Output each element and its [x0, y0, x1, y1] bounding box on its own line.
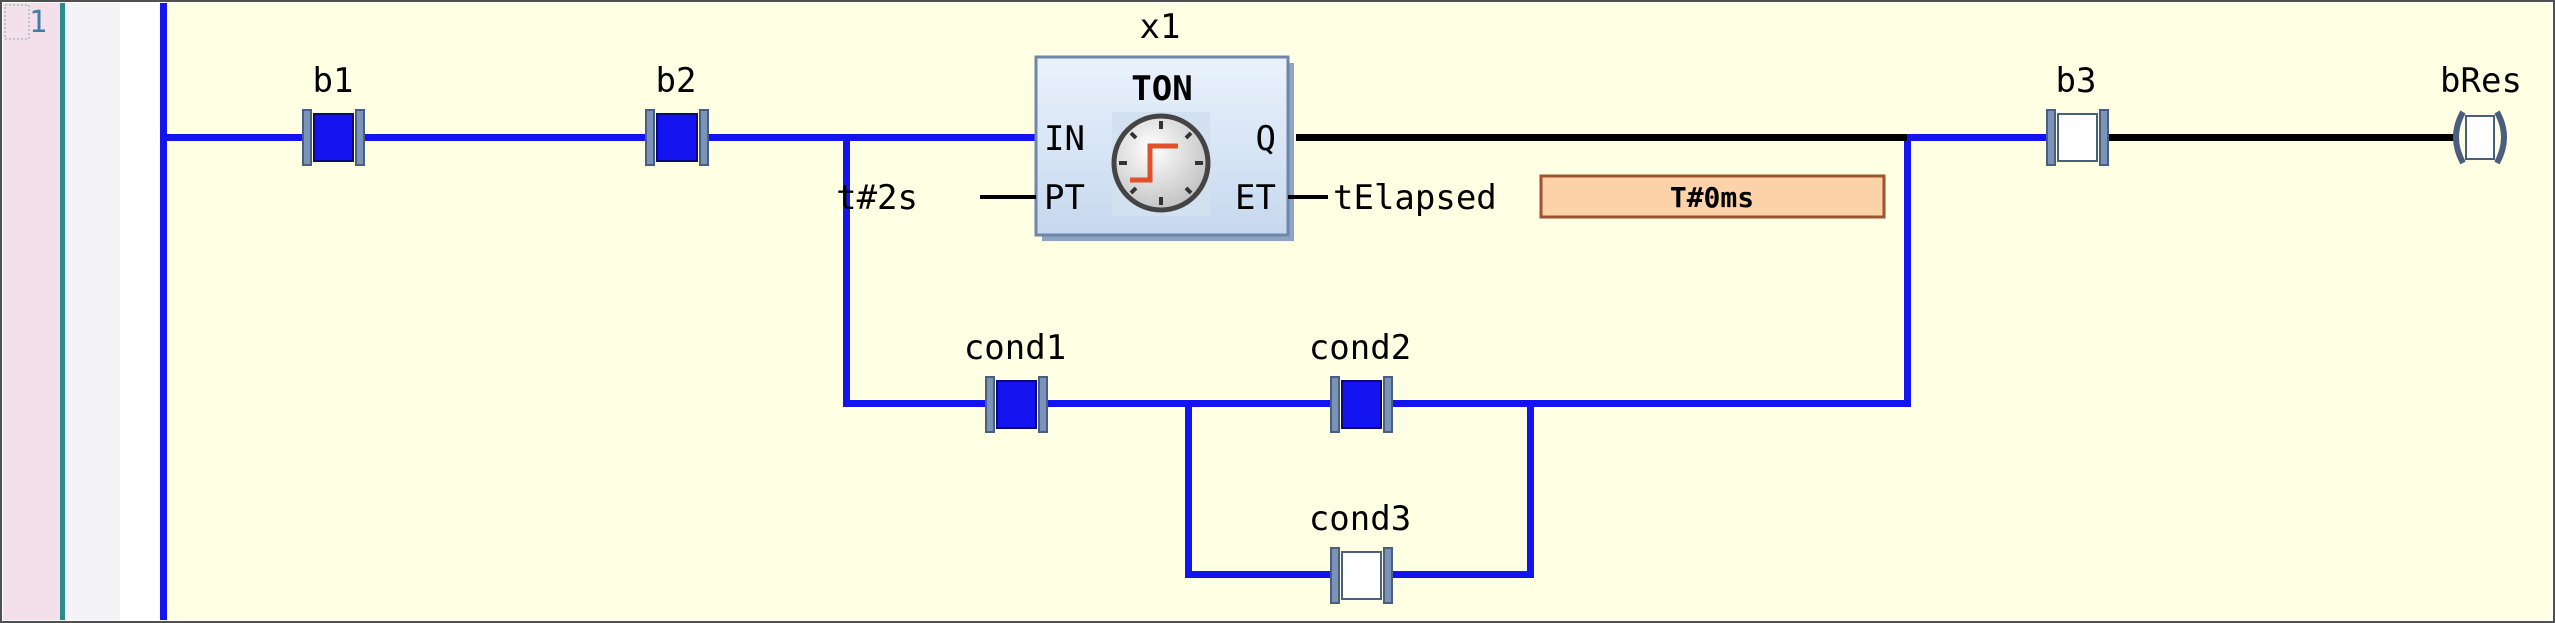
coil-bres-state	[2465, 115, 2495, 160]
network-margin	[65, 3, 120, 620]
contact-b1-left-plate	[302, 109, 312, 166]
coil-bres-label: bRes	[2440, 61, 2522, 101]
contact-b3-state	[2057, 113, 2098, 162]
wire-b1-b2	[362, 134, 650, 141]
contact-cond3-left-plate	[1330, 547, 1340, 604]
timer-pin-pt: PT	[1044, 178, 1085, 218]
contact-cond3-right-plate	[1383, 547, 1393, 604]
timer-pin-et: ET	[1235, 178, 1276, 218]
timer-et-monitor	[1539, 174, 1886, 219]
network-number: 1	[29, 5, 47, 40]
wire-et-output	[1288, 195, 1328, 199]
contact-cond2-left-plate	[1330, 376, 1340, 433]
wire-cond3-right	[1527, 400, 1534, 578]
contact-b2[interactable]: b2	[645, 61, 709, 166]
energized-wires	[163, 134, 2049, 578]
contact-cond1-right-plate	[1038, 376, 1048, 433]
contact-b1-label: b1	[313, 61, 354, 101]
timer-clock-face	[1111, 113, 1211, 213]
deenergized-wires	[1296, 134, 2456, 141]
wire-pt-input	[980, 195, 1036, 199]
left-power-rail	[160, 3, 167, 620]
wire-b3-coil	[2106, 134, 2456, 141]
wire-join-vertical	[1904, 134, 1911, 407]
timer-pt-value[interactable]: t#2s	[836, 178, 918, 218]
contact-cond2[interactable]: cond2	[1309, 328, 1411, 433]
coil-bres[interactable]: bRes	[2440, 61, 2522, 165]
contact-b2-right-plate	[699, 109, 709, 166]
contact-cond1-label: cond1	[964, 328, 1066, 368]
wire-cond3-left	[1185, 400, 1192, 578]
timer-type: TON	[1131, 69, 1192, 109]
timer-clock-icon	[1111, 112, 1211, 216]
timer-block-x1[interactable]: x1 TON IN PT Q ET	[1034, 7, 1294, 241]
contact-b2-state	[656, 113, 698, 162]
contact-b1-right-plate	[355, 109, 365, 166]
contact-cond2-state	[1341, 380, 1382, 429]
contact-b2-label: b2	[656, 61, 697, 101]
wire-b2-timer-in	[707, 134, 1037, 141]
coil-bres-left-arc	[2453, 110, 2466, 165]
network-number-box[interactable]	[4, 4, 30, 40]
timer-et-monitor-value: T#0ms	[1670, 181, 1754, 214]
contact-b3-label: b3	[2056, 61, 2097, 101]
contact-b3[interactable]: b3	[2046, 61, 2109, 166]
contact-b2-left-plate	[645, 109, 655, 166]
wire-from-cond3	[1390, 571, 1534, 578]
network-body[interactable]	[160, 3, 2552, 620]
timer-instance-name: x1	[1140, 7, 1181, 47]
contact-cond2-label: cond2	[1309, 328, 1411, 368]
timer-clock-ticks	[1119, 121, 1203, 205]
contact-cond1-state	[996, 380, 1037, 429]
contact-cond1[interactable]: cond1	[964, 328, 1066, 433]
wire-parallel-branch-left	[843, 134, 850, 407]
contact-b3-left-plate	[2046, 109, 2056, 166]
contact-cond3-label: cond3	[1309, 499, 1411, 539]
contact-cond3[interactable]: cond3	[1309, 499, 1411, 604]
wire-to-cond3	[1185, 571, 1330, 578]
wire-branch-cond1	[843, 400, 988, 407]
contact-cond2-right-plate	[1383, 376, 1393, 433]
line-number-gutter	[3, 3, 60, 620]
coil-bres-right-arc	[2494, 110, 2507, 165]
wire-join-b3	[1904, 134, 2049, 141]
contact-b3-right-plate	[2099, 109, 2109, 166]
contact-b1[interactable]: b1	[302, 61, 365, 166]
contact-cond1-left-plate	[985, 376, 995, 433]
wire-rail-b1	[163, 134, 305, 141]
contact-b1-state	[313, 113, 354, 162]
contact-cond3-state	[1341, 551, 1382, 600]
timer-et-variable[interactable]: tElapsed	[1333, 178, 1497, 218]
gutter-separator	[60, 3, 65, 620]
network-margin-inner	[120, 3, 160, 620]
wire-cond2-join	[1390, 400, 1911, 407]
timer-pin-q: Q	[1256, 119, 1276, 159]
timer-clock-pulse	[1130, 143, 1178, 183]
timer-pin-in: IN	[1044, 119, 1085, 159]
wire-timer-q	[1296, 134, 1907, 141]
